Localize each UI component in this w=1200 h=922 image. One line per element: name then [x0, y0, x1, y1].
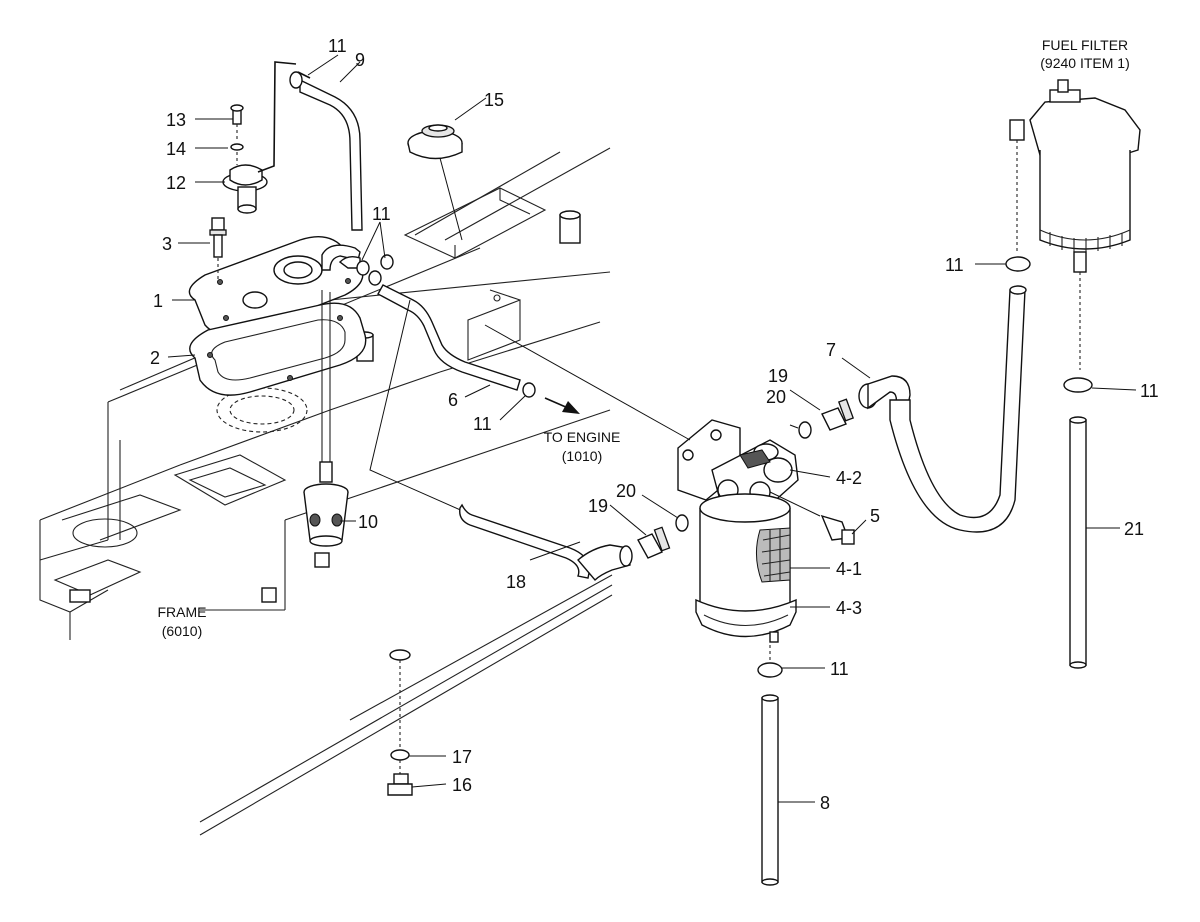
leader-lines: [167, 54, 1137, 803]
label-7: 7: [826, 340, 836, 360]
label-8: 8: [820, 793, 830, 813]
to-engine-note-line2: (1010): [562, 448, 602, 464]
to-engine-arrow: [544, 397, 580, 414]
label-6: 6: [448, 390, 458, 410]
label-20-right: 20: [766, 387, 786, 407]
fittings-left: [637, 514, 689, 559]
label-5: 5: [870, 506, 880, 526]
label-11-engine: 11: [473, 414, 492, 434]
label-11-plate: 11: [372, 204, 391, 224]
fuel-filter-note-line1: FUEL FILTER: [1042, 37, 1128, 53]
frame-note-line2: (6010): [162, 623, 202, 639]
label-14: 14: [166, 139, 186, 159]
label-12: 12: [166, 173, 186, 193]
fittings-right: [798, 398, 855, 439]
label-13: 13: [166, 110, 186, 130]
label-19-right: 19: [768, 366, 788, 386]
top-plate: [188, 236, 364, 337]
label-11-filter: 11: [945, 255, 964, 275]
label-4-3: 4-3: [836, 598, 862, 618]
hose-21: [1005, 256, 1093, 669]
frame-note-line1: FRAME: [158, 604, 207, 620]
label-17: 17: [452, 747, 472, 767]
notes: FUEL FILTER (9240 ITEM 1) TO ENGINE (101…: [158, 37, 1130, 639]
label-11-bowl: 11: [830, 659, 849, 679]
label-20-left: 20: [616, 481, 636, 501]
sender-unit: [222, 61, 331, 470]
filler-cap: [407, 124, 463, 241]
label-3: 3: [162, 234, 172, 254]
label-2: 2: [150, 348, 160, 368]
label-19-left: 19: [588, 496, 608, 516]
clamps-plate: [321, 244, 394, 286]
callout-labels: 11 9 13 14 12 3 1 2 11 15 6 11 10 18 19 …: [150, 36, 1159, 813]
label-16: 16: [452, 775, 472, 795]
drain-plug: [387, 649, 413, 796]
hose-top: [289, 71, 363, 231]
label-18: 18: [506, 572, 526, 592]
label-4-2: 4-2: [836, 468, 862, 488]
label-9: 9: [355, 50, 365, 70]
hose-8: [757, 645, 783, 886]
elbow-hose-7: [858, 285, 1027, 533]
label-1: 1: [153, 291, 163, 311]
label-15: 15: [484, 90, 504, 110]
label-10: 10: [358, 512, 378, 532]
label-11-hose21: 11: [1140, 381, 1159, 401]
strainer: [303, 461, 349, 547]
primary-fuel-filter: [484, 324, 855, 643]
hose-to-engine: [377, 284, 536, 398]
label-4-1: 4-1: [836, 559, 862, 579]
return-hose: [369, 299, 633, 582]
bolt: [209, 217, 227, 282]
label-11: 11: [328, 36, 347, 56]
label-21: 21: [1124, 519, 1144, 539]
secondary-fuel-filter: [1009, 79, 1141, 370]
to-engine-note-line1: TO ENGINE: [544, 429, 621, 445]
fuel-filter-note-line2: (9240 ITEM 1): [1040, 55, 1129, 71]
